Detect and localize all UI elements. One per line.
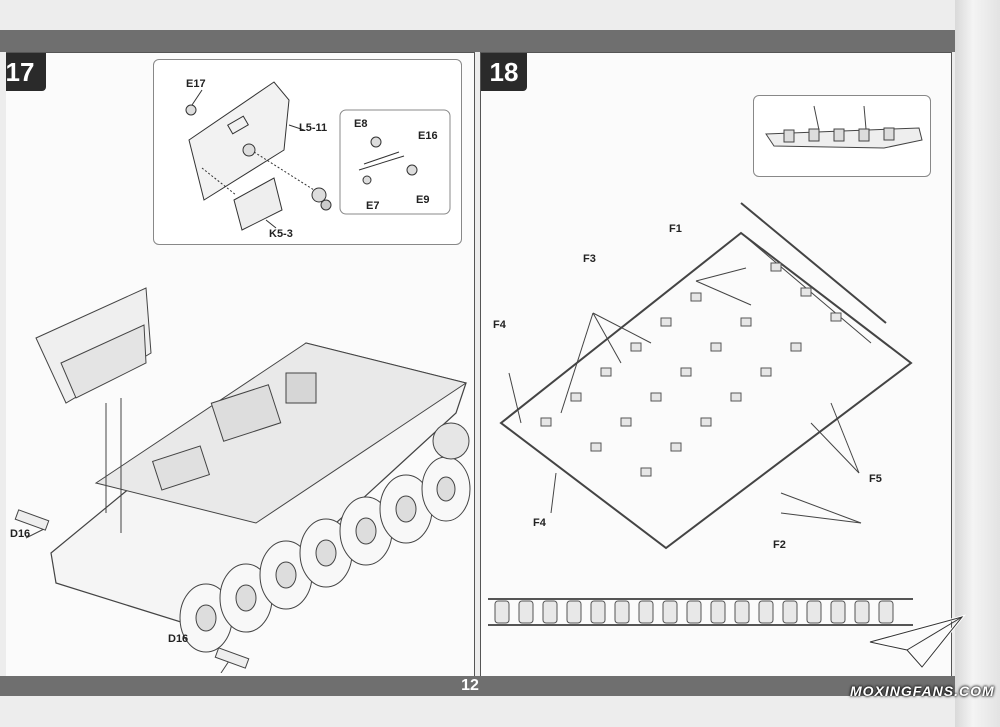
page-number: 12	[461, 677, 479, 694]
callout-d16-bottom: D16	[168, 633, 189, 645]
callout-f4-top: F4	[493, 319, 506, 331]
header-bar	[0, 30, 955, 52]
callout-e17: E17	[186, 78, 206, 90]
callout-e9: E9	[416, 194, 430, 206]
scan-edge	[955, 0, 1000, 727]
step-17-number: 17	[6, 53, 46, 91]
step-17-inset: E17 L5-11 K5-3 E8 E16 E7 E9	[153, 59, 462, 245]
watermark-text: MOXINGFANS.COM	[850, 683, 995, 699]
callout-f3: F3	[583, 253, 596, 265]
sprue-frame-drawing	[499, 202, 913, 550]
hull-assembly-drawing	[14, 287, 471, 673]
paper-plane-logo-icon	[869, 614, 967, 670]
track-strip-drawing	[488, 598, 913, 626]
step-17-panel: 17	[6, 52, 475, 678]
callout-f4-bottom: F4	[533, 517, 546, 529]
footer-bar	[0, 676, 955, 696]
callout-e16: E16	[418, 130, 438, 142]
callout-f1: F1	[669, 223, 682, 235]
step-18-inset	[753, 95, 931, 177]
callout-e7: E7	[366, 200, 380, 212]
callout-l5-11: L5-11	[299, 122, 328, 134]
callout-f5: F5	[869, 473, 882, 485]
step-18-number: 18	[481, 53, 527, 91]
track-section-drawing	[765, 105, 923, 149]
callout-d16-left: D16	[10, 528, 31, 540]
callout-f2: F2	[773, 539, 786, 551]
step-18-panel: 18	[480, 52, 952, 678]
callout-k5-3: K5-3	[269, 228, 293, 240]
inset-drawing	[185, 81, 451, 231]
callout-e8: E8	[354, 118, 368, 130]
